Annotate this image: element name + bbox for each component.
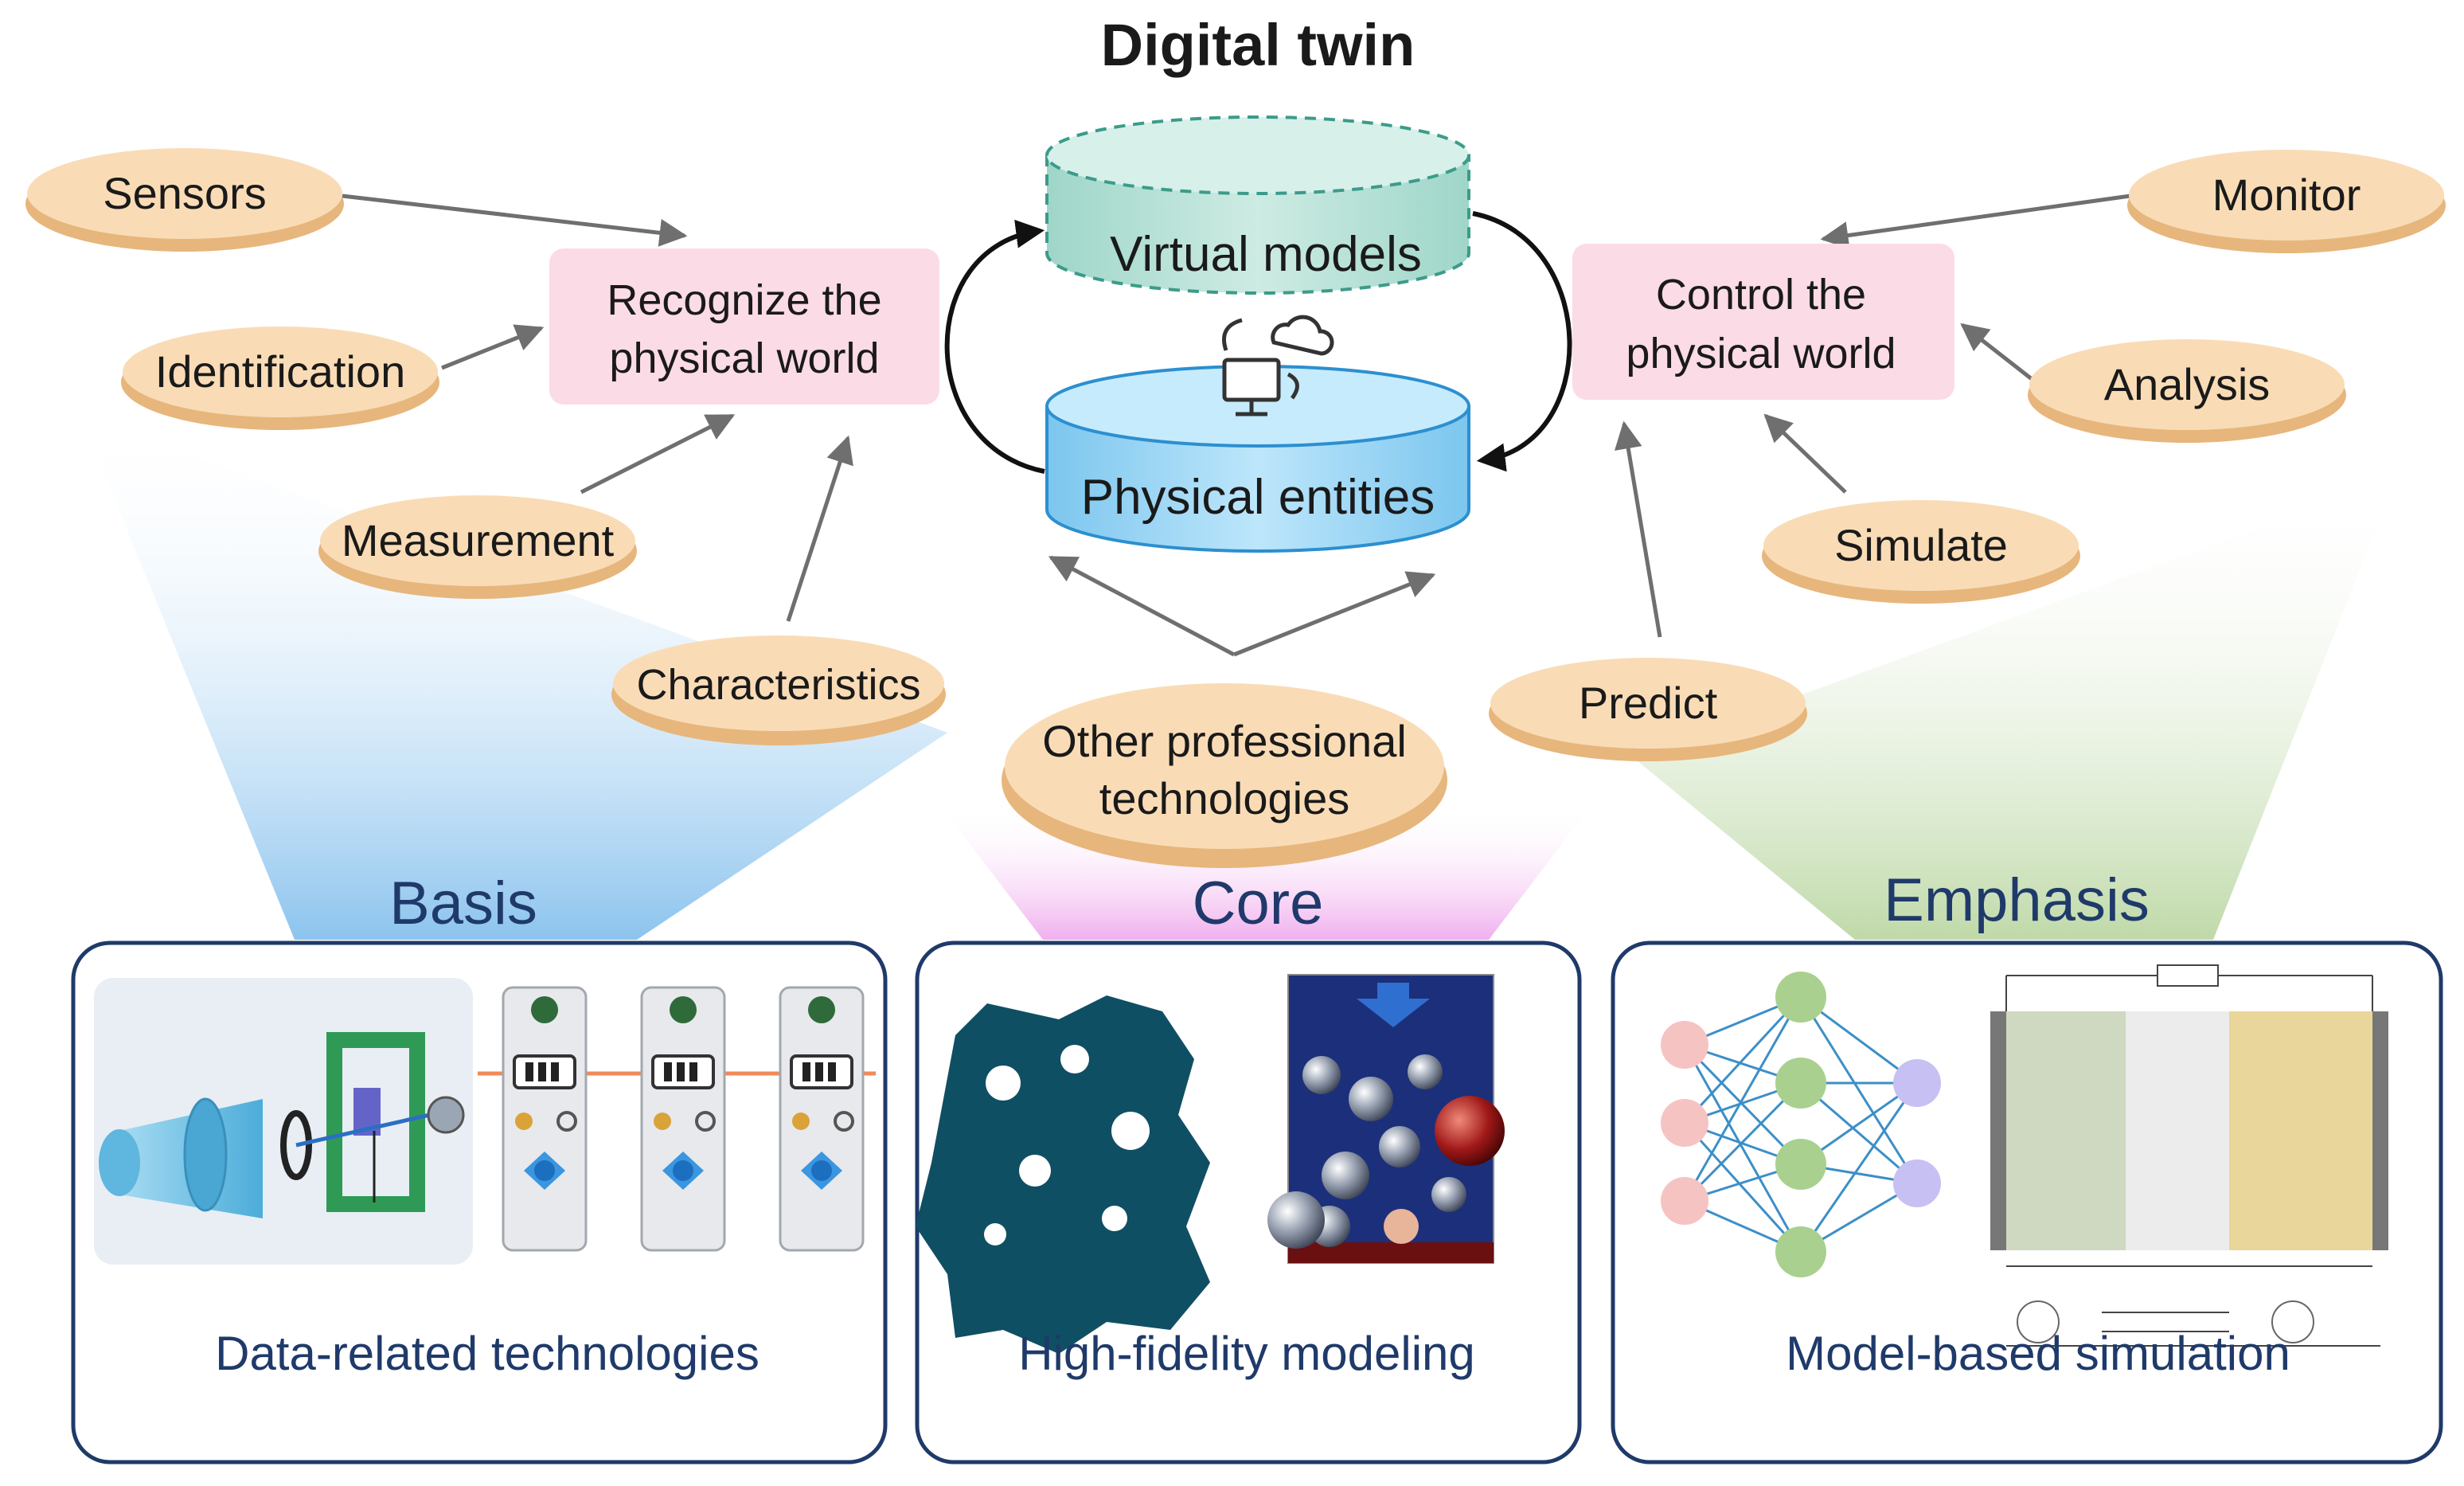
- virtual-models-label: Virtual models: [1110, 227, 1422, 282]
- arrow-characteristics: [786, 435, 853, 622]
- measurement-ellipse: Measurement: [318, 495, 637, 599]
- battery-schematic-illustration: [1990, 964, 2388, 1347]
- monitor-ellipse: Monitor: [2127, 150, 2446, 253]
- predict-ellipse: Predict: [1489, 658, 1807, 761]
- virtual-models-cylinder: Virtual models: [1045, 115, 1470, 295]
- basis-beam: [80, 414, 947, 940]
- arrow-other-right: [1233, 571, 1436, 657]
- arrow-monitor: [1820, 192, 2142, 249]
- physical-entities-label: Physical entities: [1081, 470, 1435, 525]
- sensor-device: [640, 986, 726, 1252]
- basis-panel: Data-related technologies: [71, 940, 888, 1464]
- arrow-identification: [441, 324, 545, 370]
- particle-packing-illustration: [1267, 974, 1505, 1264]
- other-technologies-line1: Other professional: [1042, 716, 1407, 766]
- porous-structure-illustration: [916, 995, 1210, 1354]
- arrow-simulate: [1763, 413, 1847, 494]
- arrow-predict: [1614, 420, 1662, 638]
- arrow-sensors: [342, 194, 688, 247]
- neural-network-illustration: [1661, 972, 1941, 1277]
- predict-label: Predict: [1579, 678, 1718, 728]
- sensor-device: [502, 986, 588, 1252]
- basis-caption: Data-related technologies: [215, 1327, 760, 1380]
- core-title: Core: [1193, 870, 1324, 937]
- cycle-arrow-right: [1472, 211, 1572, 472]
- cycle-arrow-left: [944, 219, 1045, 474]
- emphasis-beam: [1632, 478, 2396, 940]
- identification-label: Identification: [155, 346, 405, 397]
- analysis-ellipse: Analysis: [2028, 339, 2346, 443]
- recognize-line1: Recognize the: [607, 276, 881, 324]
- other-technologies-line2: technologies: [1099, 773, 1349, 823]
- simulate-label: Simulate: [1834, 520, 2008, 570]
- measurement-label: Measurement: [342, 515, 615, 565]
- emphasis-panel: Model-based simulation: [1611, 940, 2443, 1464]
- monitor-label: Monitor: [2212, 170, 2361, 220]
- sensor-devices-illustration: [478, 986, 876, 1252]
- characteristics-ellipse: Characteristics: [611, 635, 946, 745]
- sensors-label: Sensors: [103, 168, 266, 218]
- core-panel: High-fidelity modeling: [915, 940, 1582, 1464]
- control-line1: Control the: [1656, 271, 1866, 319]
- simulate-ellipse: Simulate: [1762, 500, 2080, 604]
- page-title: Digital twin: [1101, 12, 1416, 78]
- xray-microscope-illustration: [94, 978, 473, 1265]
- emphasis-title: Emphasis: [1884, 866, 2150, 934]
- basis-title: Basis: [389, 870, 537, 937]
- sensors-ellipse: Sensors: [25, 148, 344, 252]
- sensor-device: [779, 986, 865, 1252]
- control-line2: physical world: [1626, 330, 1896, 377]
- arrow-other-left: [1048, 555, 1236, 657]
- recognize-physical-world-box: Recognize the physical world: [549, 248, 939, 405]
- arrow-measurement: [580, 413, 736, 495]
- analysis-label: Analysis: [2104, 359, 2271, 409]
- core-caption: High-fidelity modeling: [1018, 1327, 1475, 1380]
- characteristics-label: Characteristics: [636, 661, 920, 709]
- control-physical-world-box: Control the physical world: [1572, 244, 1954, 400]
- physical-entities-cylinder: Physical entities: [1045, 365, 1470, 553]
- computer-cloud-icon: [1222, 315, 1334, 416]
- recognize-line2: physical world: [609, 334, 879, 382]
- emphasis-caption: Model-based simulation: [1786, 1327, 2290, 1380]
- identification-ellipse: Identification: [121, 327, 439, 430]
- other-technologies-ellipse: Other professional technologies: [1002, 683, 1447, 868]
